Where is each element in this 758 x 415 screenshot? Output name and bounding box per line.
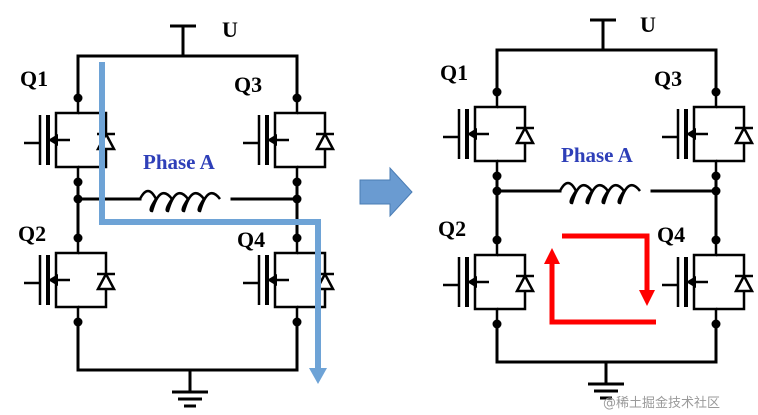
right-q3-mosfet <box>660 90 755 178</box>
right-supply-label: U <box>640 12 656 37</box>
left-q2-label: Q2 <box>18 221 46 246</box>
left-phase-label: Phase A <box>143 150 216 174</box>
left-q2-mosfet <box>22 236 117 324</box>
left-q4-label: Q4 <box>237 227 265 252</box>
right-q1-label: Q1 <box>440 60 468 85</box>
right-circuit: U Q1 Q3 Q2 Q4 Phase A <box>438 12 755 400</box>
right-current-loop-lower <box>549 262 656 325</box>
left-current-path <box>99 62 321 368</box>
left-supply-label: U <box>222 17 238 42</box>
right-q3-label: Q3 <box>654 66 682 91</box>
right-q2-label: Q2 <box>438 216 466 241</box>
right-q2-mosfet <box>441 238 536 326</box>
left-circuit: U Q1 Q3 Q2 Q4 Phase A <box>18 17 336 408</box>
right-phase-label: Phase A <box>561 143 634 167</box>
right-q4-label: Q4 <box>657 222 685 247</box>
watermark: @稀土掘金技术社区 <box>603 395 720 411</box>
transition-arrow-icon <box>359 166 413 218</box>
left-q1-label: Q1 <box>20 66 48 91</box>
right-current-arrowhead-down <box>639 290 655 306</box>
left-current-arrowhead <box>309 368 327 384</box>
right-q4-mosfet <box>660 238 755 326</box>
right-current-arrowhead-up <box>544 248 560 264</box>
right-q1-mosfet <box>441 90 536 178</box>
right-current-loop-upper <box>562 233 650 292</box>
left-q3-label: Q3 <box>234 72 262 97</box>
left-q3-mosfet <box>241 96 336 184</box>
